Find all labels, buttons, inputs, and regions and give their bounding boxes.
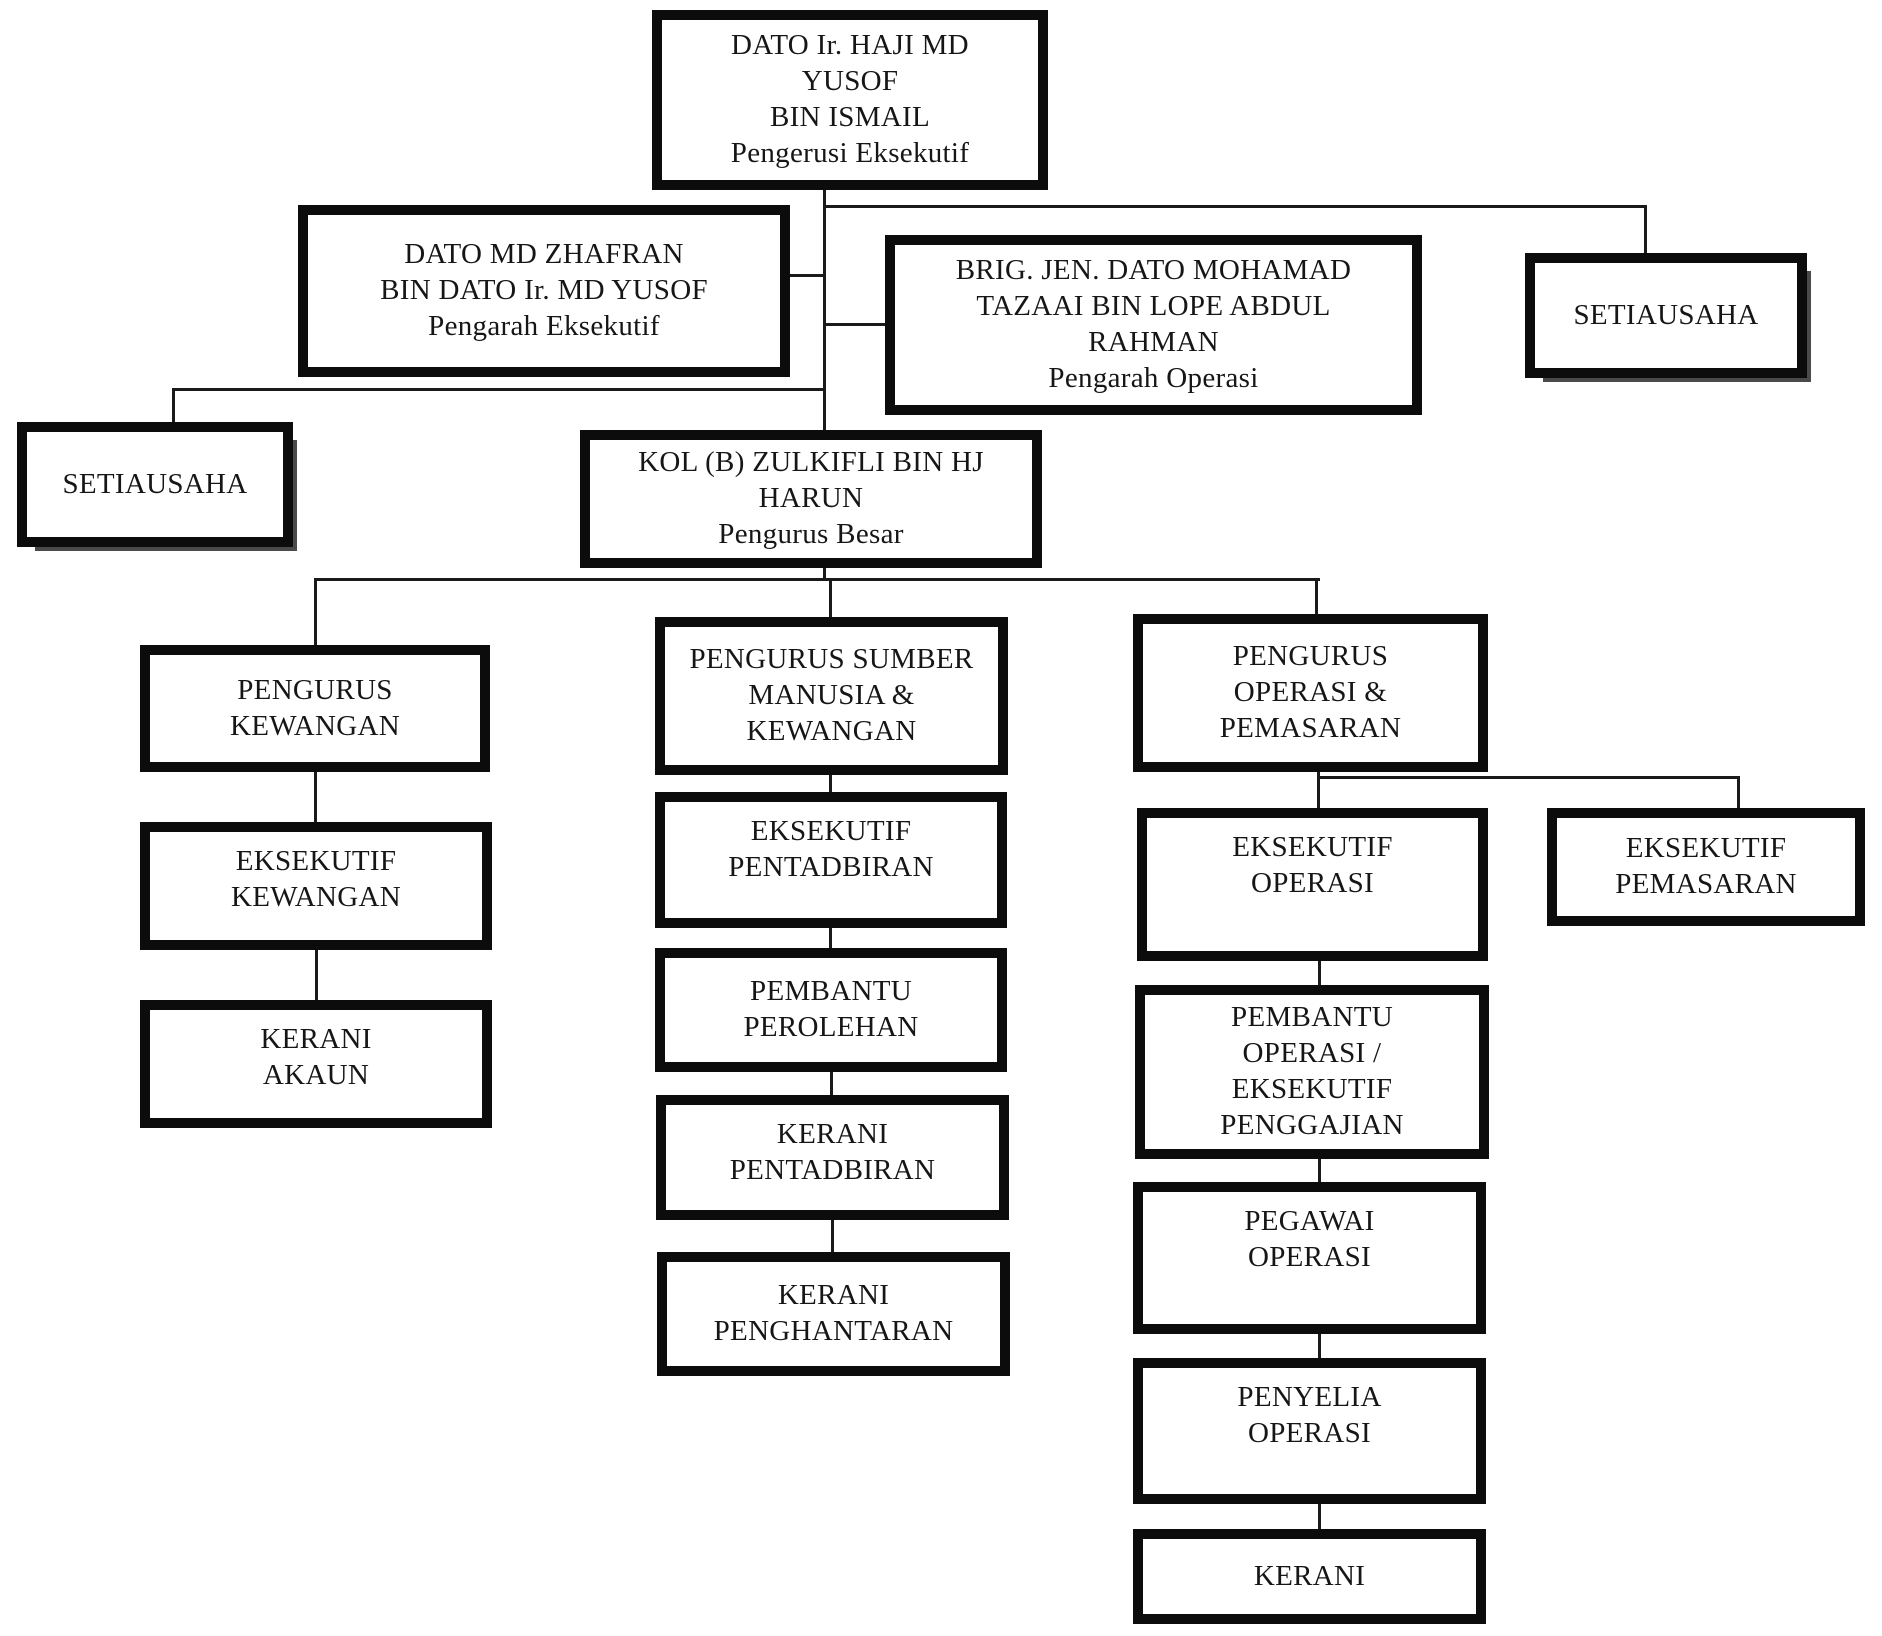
org-node-pengurus-sumber-manusia: PENGURUS SUMBER MANUSIA & KEWANGAN	[655, 617, 1008, 775]
connector-spine	[823, 188, 826, 430]
connector-line	[829, 928, 832, 948]
org-node-pengurus-besar: KOL (B) ZULKIFLI BIN HJ HARUN Pengurus B…	[580, 430, 1042, 568]
connector-line	[315, 950, 318, 1000]
connector-drop-pemasaran	[1737, 776, 1740, 808]
connector-secretary-left-h	[172, 388, 826, 391]
connector-line	[1318, 1504, 1321, 1529]
connector-secretary-right-h	[823, 205, 1647, 208]
org-node-pengerusi-eksekutif: DATO Ir. HAJI MD YUSOF BIN ISMAIL Penger…	[652, 10, 1048, 190]
org-node-kerani-penghantaran: KERANI PENGHANTARAN	[657, 1252, 1010, 1376]
org-node-pengarah-eksekutif: DATO MD ZHAFRAN BIN DATO Ir. MD YUSOF Pe…	[298, 205, 790, 377]
connector-managers-bus	[314, 578, 1320, 581]
connector-exec-director	[790, 274, 826, 277]
connector-drop-operasi	[1315, 578, 1318, 615]
connector-secretary-left-v	[172, 388, 175, 422]
org-node-pengarah-operasi: BRIG. JEN. DATO MOHAMAD TAZAAI BIN LOPE …	[885, 235, 1422, 415]
org-node-pembantu-operasi-penggajian: PEMBANTU OPERASI / EKSEKUTIF PENGGAJIAN	[1135, 985, 1489, 1159]
org-node-eksekutif-operasi: EKSEKUTIF OPERASI	[1137, 808, 1488, 961]
connector-line	[314, 772, 317, 822]
org-node-pengurus-kewangan: PENGURUS KEWANGAN	[140, 645, 490, 772]
connector-line	[830, 1072, 833, 1095]
org-node-eksekutif-pemasaran: EKSEKUTIF PEMASARAN	[1547, 808, 1865, 926]
org-node-pengurus-operasi-pemasaran: PENGURUS OPERASI & PEMASARAN	[1133, 614, 1488, 772]
connector-line	[1318, 961, 1321, 985]
connector-line	[1318, 1159, 1321, 1182]
connector-line	[1318, 1334, 1321, 1358]
org-node-kerani: KERANI	[1133, 1529, 1486, 1624]
org-node-pembantu-perolehan: PEMBANTU PEROLEHAN	[655, 948, 1007, 1072]
org-node-kerani-pentadbiran: KERANI PENTADBIRAN	[656, 1095, 1009, 1220]
org-node-kerani-akaun: KERANI AKAUN	[140, 1000, 492, 1128]
connector-drop-eks-operasi	[1317, 772, 1320, 808]
connector-gm-stub	[823, 568, 826, 581]
org-node-eksekutif-kewangan: EKSEKUTIF KEWANGAN	[140, 822, 492, 950]
org-node-pegawai-operasi: PEGAWAI OPERASI	[1133, 1182, 1486, 1334]
org-node-setiausaha-kanan: SETIAUSAHA	[1525, 253, 1807, 378]
connector-line	[829, 775, 832, 793]
connector-ops-director	[823, 323, 885, 326]
connector-secretary-right-v	[1644, 205, 1647, 253]
connector-line	[831, 1220, 834, 1252]
connector-drop-kewangan	[314, 578, 317, 645]
connector-operasi-bus	[1317, 776, 1740, 779]
connector-drop-sumber	[829, 578, 832, 618]
org-node-eksekutif-pentadbiran: EKSEKUTIF PENTADBIRAN	[655, 792, 1007, 928]
org-node-penyelia-operasi: PENYELIA OPERASI	[1133, 1358, 1486, 1504]
org-node-setiausaha-kiri: SETIAUSAHA	[17, 422, 293, 547]
